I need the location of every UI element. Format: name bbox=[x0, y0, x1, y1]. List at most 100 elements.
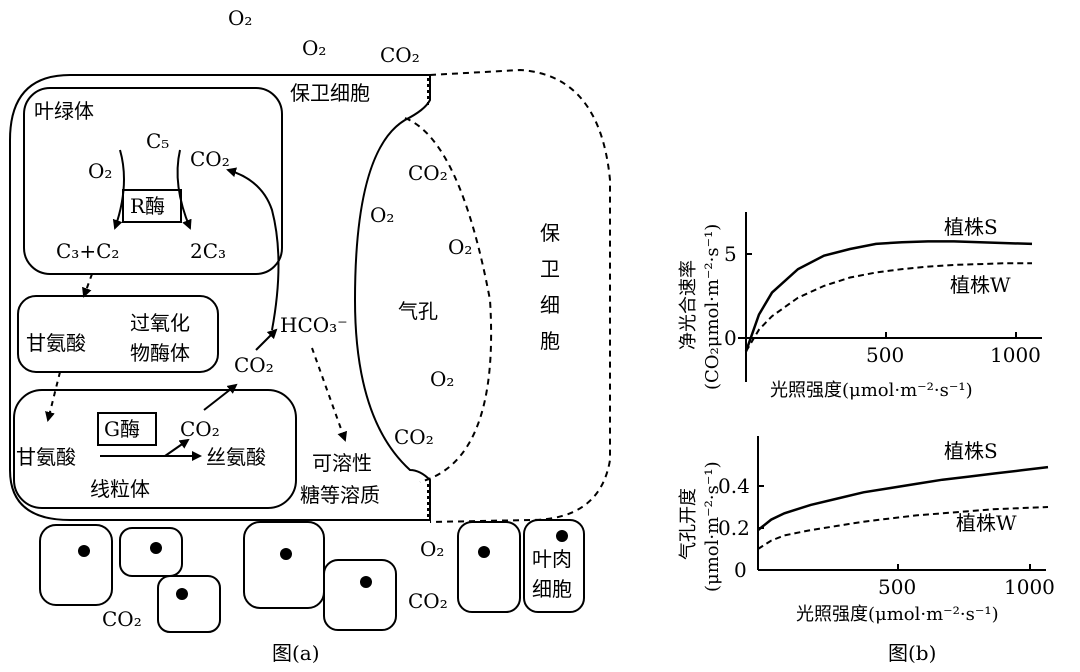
arrow-mito-co2-up bbox=[203, 383, 238, 411]
arrow-hco3-to-solutes bbox=[311, 347, 348, 442]
label-c3-c2: C₃+C₂ bbox=[56, 239, 119, 263]
nucleus bbox=[78, 545, 90, 557]
bottom-xtick-label-1000: 1000 bbox=[1004, 575, 1055, 599]
bottom-series-plant-w-line bbox=[757, 506, 1049, 550]
mesophyll-cell bbox=[523, 519, 585, 613]
arrow-co2-to-chloroplast bbox=[226, 167, 280, 331]
label-chloroplast: 叶绿体 bbox=[34, 99, 94, 123]
top-series-plant-s-line bbox=[744, 240, 1033, 352]
bottom-ytick-label-0.4: 0.4 bbox=[718, 474, 750, 498]
bottom-series-plant-s-line bbox=[757, 465, 1049, 532]
figure-a-labels: O₂ O₂ CO₂ 保卫细胞 叶绿体 C₅ O₂ CO₂ R酶 C₃+C₂ 2C… bbox=[16, 6, 572, 665]
nucleus bbox=[280, 548, 292, 560]
label-o2-top-2: O₂ bbox=[302, 36, 326, 60]
arrow-peroxisome-to-mito bbox=[45, 371, 61, 422]
label-stoma-o2-2: O₂ bbox=[448, 235, 472, 259]
top-legend-plant-s: 植株S bbox=[944, 215, 998, 239]
label-r-enzyme: R酶 bbox=[130, 194, 165, 218]
label-guard-cell-right-2: 卫 bbox=[540, 257, 560, 281]
label-stoma-co2-2: CO₂ bbox=[394, 425, 434, 449]
label-o2-in: O₂ bbox=[88, 159, 112, 183]
label-co2-bottom-1: CO₂ bbox=[102, 607, 142, 631]
label-soluble-1: 可溶性 bbox=[312, 451, 372, 475]
top-y-axis-label-2: (CO₂μmol·m⁻²·s⁻¹) bbox=[702, 224, 723, 390]
label-stoma-o2-3: O₂ bbox=[430, 367, 454, 391]
bottom-xtick-label-500: 500 bbox=[878, 575, 916, 599]
top-ytick-label-0: 0 bbox=[724, 326, 737, 350]
bottom-ytick-label-0.2: 0.2 bbox=[718, 516, 750, 540]
bottom-x-axis-label: 光照强度(μmol·m⁻²·s⁻¹) bbox=[796, 604, 999, 625]
c5-right-line bbox=[176, 149, 192, 230]
g-enzyme-box bbox=[97, 412, 157, 446]
bottom-legend-plant-s: 植株S bbox=[944, 439, 998, 463]
top-x-axis-label: 光照强度(μmol·m⁻²·s⁻¹) bbox=[770, 380, 973, 401]
r-enzyme-box bbox=[122, 189, 182, 223]
label-stoma-co2-1: CO₂ bbox=[408, 161, 448, 185]
label-guard-cell-top: 保卫细胞 bbox=[290, 81, 370, 105]
label-g-enzyme: G酶 bbox=[104, 417, 140, 441]
peroxisome bbox=[17, 295, 219, 373]
arrow-to-co2-mito bbox=[164, 438, 190, 457]
mitochondrion bbox=[13, 389, 297, 509]
label-2c3: 2C₃ bbox=[190, 239, 226, 263]
guard-cell-right-outline bbox=[429, 68, 611, 523]
label-peroxisome-1: 过氧化 bbox=[130, 311, 190, 335]
label-mesophyll-2: 细胞 bbox=[532, 577, 572, 601]
mesophyll-cell bbox=[457, 521, 521, 613]
nucleus bbox=[556, 530, 568, 542]
nucleus bbox=[478, 546, 490, 558]
caption-a: 图(a) bbox=[272, 641, 320, 665]
label-mesophyll-1: 叶肉 bbox=[532, 547, 572, 571]
mesophyll-cell bbox=[243, 521, 325, 609]
label-co2-in: CO₂ bbox=[190, 147, 230, 171]
label-stoma: 气孔 bbox=[398, 299, 438, 323]
top-xtick-label-500: 500 bbox=[866, 343, 904, 367]
arrow-co2-to-hco3 bbox=[255, 328, 278, 351]
mesophyll-cell bbox=[157, 575, 221, 633]
top-series-plant-w-line bbox=[745, 262, 1032, 352]
bottom-ytick-label-0: 0 bbox=[734, 558, 747, 582]
figure-a bbox=[9, 68, 611, 633]
nucleus bbox=[360, 576, 372, 588]
mesophyll-cell bbox=[39, 524, 113, 606]
label-soluble-2: 糖等溶质 bbox=[300, 483, 380, 507]
caption-b: 图(b) bbox=[888, 641, 936, 665]
chart-bottom: 0.4 0.2 0 500 1000 植株S 植株W 光照强度(μmol·m⁻²… bbox=[678, 436, 1055, 625]
label-glycine-1: 甘氨酸 bbox=[26, 331, 86, 355]
nucleus bbox=[150, 542, 162, 554]
figure-b: 5 0 500 1000 植株S 植株W 光照强度(μmol·m⁻²·s⁻¹) … bbox=[678, 212, 1055, 665]
c5-left-line bbox=[112, 149, 125, 230]
label-guard-cell-right-1: 保 bbox=[540, 221, 560, 245]
top-ytick-label-5: 5 bbox=[724, 242, 737, 266]
bottom-y-axis-label-1: 气孔开度 bbox=[678, 488, 699, 560]
mesophyll-cell bbox=[323, 559, 397, 631]
chart-top: 5 0 500 1000 植株S 植株W 光照强度(μmol·m⁻²·s⁻¹) … bbox=[678, 212, 1042, 401]
nuclei bbox=[78, 530, 568, 600]
top-legend-plant-w: 植株W bbox=[950, 273, 1011, 297]
label-stoma-o2-1: O₂ bbox=[370, 203, 394, 227]
arrow-glycolate-to-peroxisome bbox=[82, 273, 93, 298]
guard-cell-left-outline bbox=[9, 74, 431, 521]
label-mitochondrion: 线粒体 bbox=[90, 477, 150, 501]
label-guard-cell-right-3: 细 bbox=[540, 293, 560, 317]
label-guard-cell-right-4: 胞 bbox=[540, 329, 560, 353]
label-hco3: HCO₃⁻ bbox=[280, 313, 348, 337]
label-o2-top-1: O₂ bbox=[228, 6, 252, 30]
stoma-right-edge bbox=[404, 117, 493, 483]
top-xtick-label-1000: 1000 bbox=[990, 343, 1041, 367]
top-y-axis-label-1: 净光合速率 bbox=[678, 260, 699, 350]
bottom-y-axis-label-2: (μmol·m⁻²·s⁻¹) bbox=[702, 461, 723, 592]
label-peroxisome-2: 物酶体 bbox=[130, 341, 190, 365]
label-co2-mito: CO₂ bbox=[180, 417, 220, 441]
label-c5: C₅ bbox=[146, 129, 169, 153]
label-glycine-2: 甘氨酸 bbox=[16, 445, 76, 469]
label-co2-bottom-2: CO₂ bbox=[408, 589, 448, 613]
mesophyll-cell bbox=[119, 527, 183, 577]
label-co2-top: CO₂ bbox=[380, 43, 420, 67]
nucleus bbox=[176, 588, 188, 600]
label-co2-mid: CO₂ bbox=[234, 353, 274, 377]
bottom-legend-plant-w: 植株W bbox=[956, 511, 1017, 535]
chloroplast bbox=[23, 87, 283, 275]
label-serine: 丝氨酸 bbox=[206, 445, 266, 469]
